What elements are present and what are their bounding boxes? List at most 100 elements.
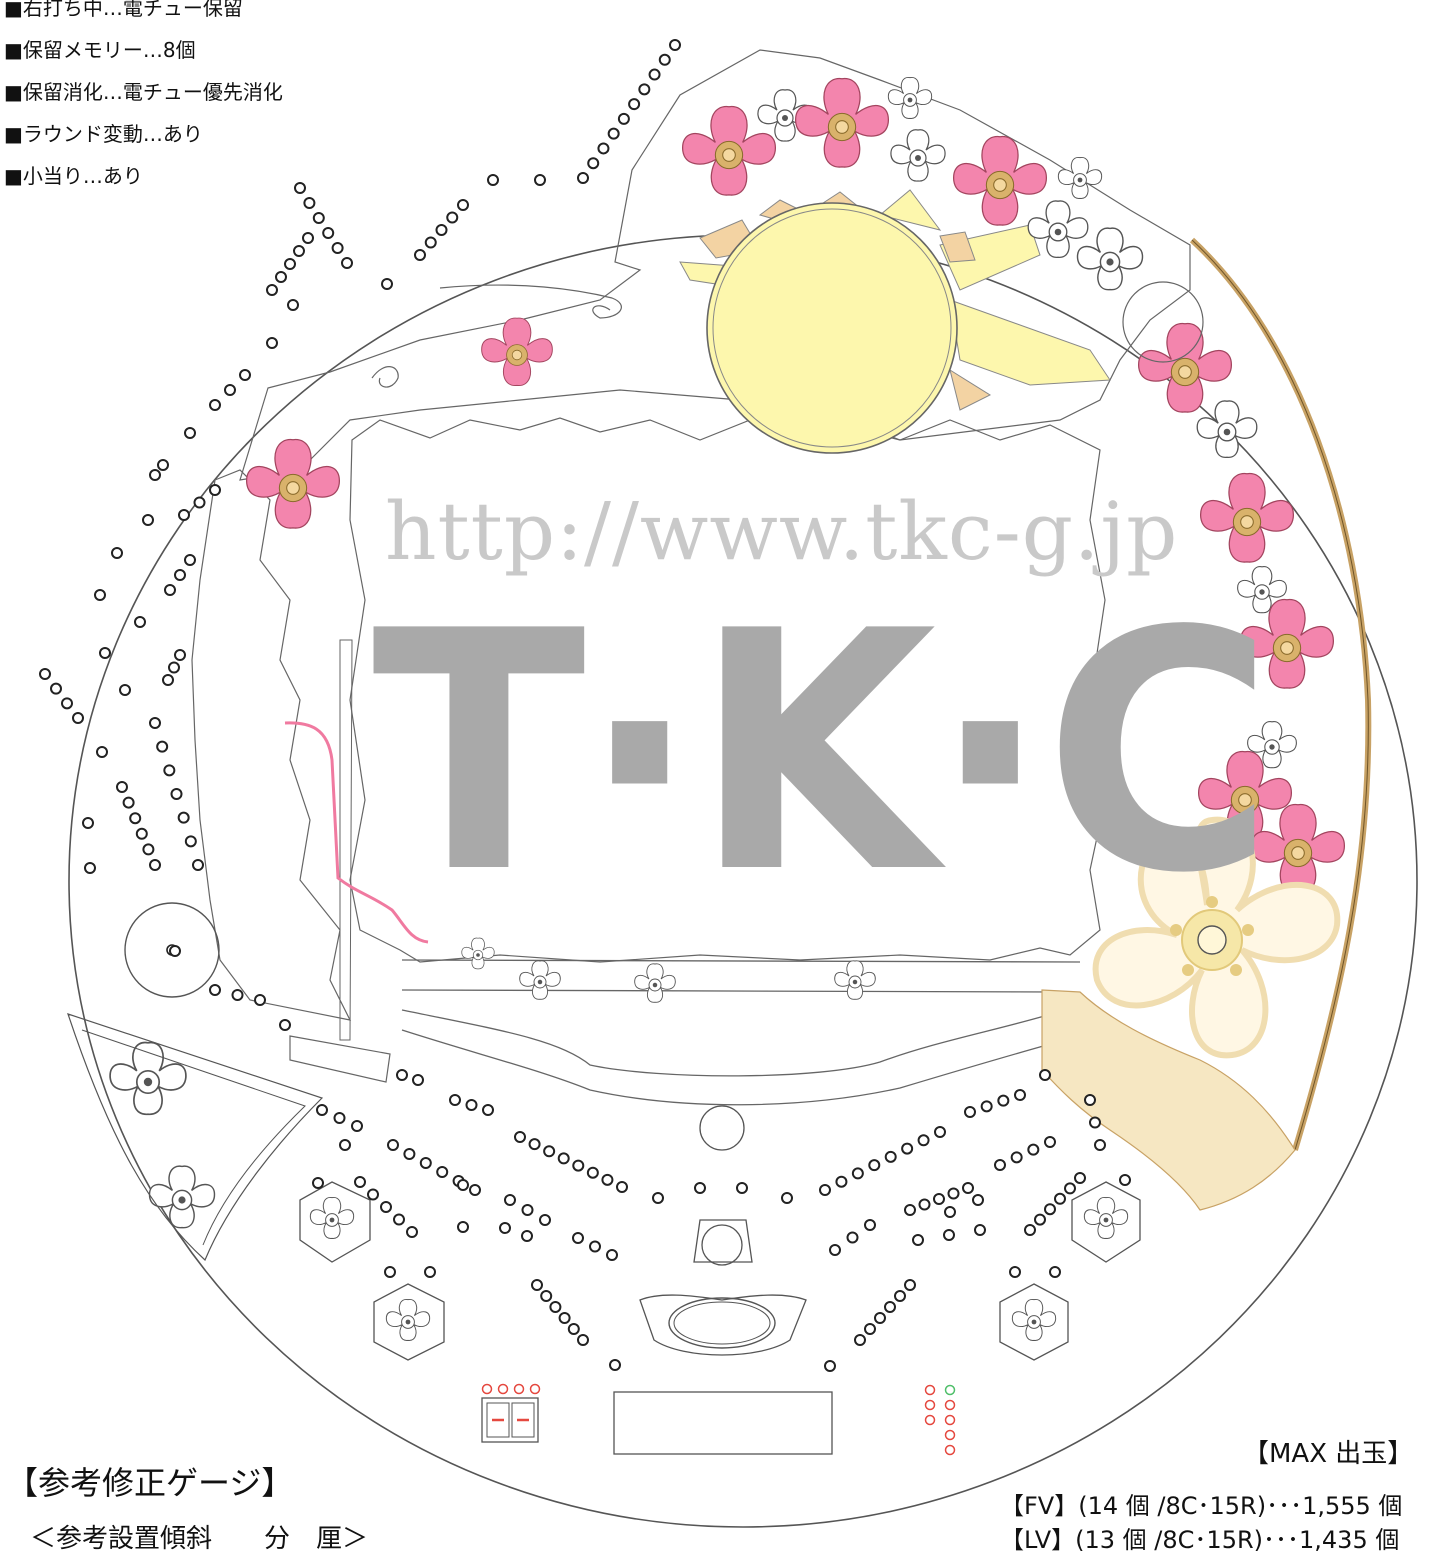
nail-pin — [504, 1194, 516, 1206]
nail-pin — [531, 1279, 543, 1291]
indicator-led — [944, 1429, 956, 1441]
spec-line-2: ■保留メモリー…8個 — [4, 38, 196, 62]
max-payout-title: 【MAX 出玉】 — [1243, 1439, 1414, 1469]
nail-pin — [465, 1099, 478, 1111]
nail-pin — [266, 284, 278, 296]
nail-pin — [414, 249, 426, 261]
nail-pin — [1089, 1116, 1101, 1129]
nail-pin — [1009, 1266, 1021, 1278]
nail-pin — [184, 835, 197, 848]
nail-pin — [638, 83, 651, 96]
nail-pin — [539, 1214, 551, 1226]
nail-pin — [339, 1139, 351, 1151]
nail-pin — [658, 53, 671, 66]
nail-pin — [294, 182, 306, 194]
nail-pin — [628, 98, 641, 111]
nail-pin — [944, 1206, 956, 1218]
nail-pin — [96, 746, 108, 758]
left-corner-panel — [67, 1013, 324, 1262]
nail-pin — [994, 1159, 1006, 1171]
nail-pin — [341, 257, 353, 269]
nail-pin — [1064, 1182, 1076, 1195]
nail-pin — [168, 661, 180, 674]
nail-pin — [312, 1177, 324, 1189]
nail-pin — [1027, 1143, 1040, 1156]
nail-pin — [169, 945, 181, 957]
nail-pin — [351, 1120, 363, 1132]
nail-pin — [540, 1290, 553, 1302]
nail-pin — [142, 843, 155, 856]
nail-pin — [50, 682, 62, 695]
indicator-led — [513, 1383, 525, 1395]
nail-pin — [457, 1221, 469, 1233]
nail-pin — [577, 1334, 589, 1346]
nail-pin — [435, 224, 448, 236]
nail-pin — [162, 674, 174, 686]
nail-pin — [82, 817, 94, 829]
indicator-led — [481, 1383, 493, 1395]
nail-pin — [972, 1194, 984, 1206]
nail-pin — [934, 1126, 946, 1138]
nail-pin — [134, 616, 146, 628]
spec-line-5: ■小当り…あり — [4, 164, 143, 188]
nail-pin — [393, 1213, 405, 1226]
nail-pin — [381, 278, 393, 290]
nail-pin — [829, 1244, 841, 1256]
flow-line — [284, 721, 429, 944]
nail-pin — [1010, 1151, 1023, 1164]
nail-pin — [406, 1226, 418, 1238]
white-flower — [148, 1165, 216, 1229]
nail-pin — [287, 299, 299, 311]
nail-pin — [193, 496, 206, 509]
max-payout-lv: 【LV】(13 個 /8C･15R)･･･1,435 個 — [1000, 1526, 1400, 1554]
nail-pin — [333, 1112, 346, 1124]
nail-pin — [354, 1176, 366, 1188]
nail-pin — [209, 399, 221, 411]
nail-pin — [597, 142, 610, 155]
pentagon-flower — [1011, 1298, 1057, 1341]
segment-display — [481, 1397, 539, 1443]
nail-pin — [606, 1249, 618, 1261]
nail-pin — [997, 1094, 1010, 1107]
max-payout-fv: 【FV】(14 個 /8C･15R)･･･1,555 個 — [1000, 1492, 1403, 1520]
nail-pin — [601, 1173, 614, 1186]
indicator-led — [944, 1399, 956, 1411]
nail-pin — [149, 859, 161, 871]
nail-pin — [111, 547, 123, 559]
nail-pin — [178, 509, 190, 521]
nail-pin — [449, 1094, 461, 1106]
nail-pin — [122, 796, 135, 809]
nail-pin — [1049, 1266, 1061, 1278]
nail-pin — [962, 1182, 974, 1194]
nail-pin — [170, 788, 183, 800]
nail-pin — [1119, 1174, 1131, 1186]
white-flower — [1076, 227, 1144, 291]
nail-pin — [558, 1312, 571, 1324]
nail-pin — [947, 1187, 960, 1200]
indicator-led — [924, 1414, 936, 1426]
indicator-led — [944, 1384, 956, 1396]
nail-pin — [177, 811, 190, 824]
nail-pin — [781, 1192, 793, 1204]
nail-pin — [567, 1323, 580, 1335]
nail-pin — [231, 989, 244, 1001]
lcd-frame — [349, 417, 1106, 963]
nail-pin — [424, 236, 437, 249]
nail-pin — [419, 1157, 432, 1169]
nail-pin — [174, 569, 186, 581]
center-ball-receiver — [699, 1105, 745, 1151]
nail-pin — [864, 1219, 876, 1231]
nail-pin — [521, 1204, 534, 1216]
nail-pin — [964, 1106, 976, 1118]
nail-pin — [239, 369, 251, 381]
sun — [706, 202, 958, 454]
nail-pin — [974, 1224, 986, 1236]
corner-ornament — [1041, 989, 1296, 1211]
nail-pin — [380, 1201, 392, 1213]
nail-pin — [1084, 1094, 1096, 1106]
nail-pin — [648, 68, 661, 81]
nail-pin — [933, 1193, 945, 1205]
nail-pin — [943, 1229, 955, 1241]
indicator-led — [529, 1383, 541, 1395]
